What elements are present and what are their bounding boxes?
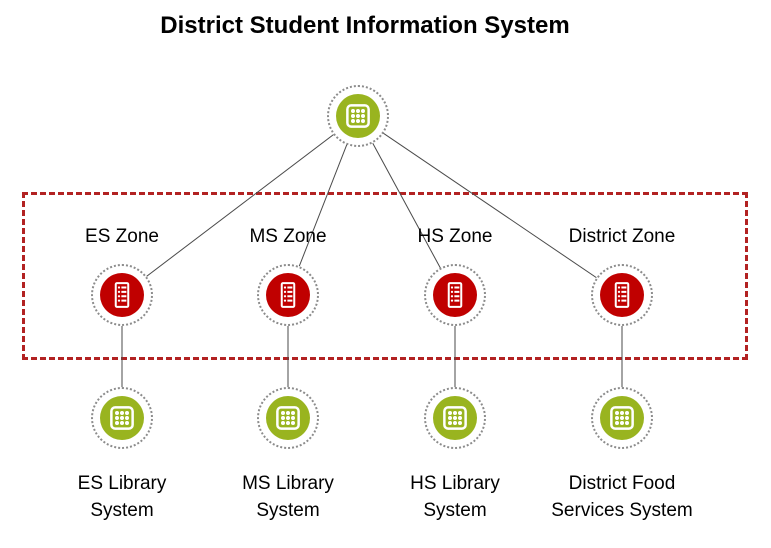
system-label-es-library: ES Library System [77,473,167,521]
grid-icon [266,396,310,440]
zone-label-ms: MS Zone [249,226,327,247]
zone-label-district: District Zone [568,226,676,247]
zone-node-hs [424,264,486,326]
server-icon [100,273,144,317]
hub-node [327,85,389,147]
grid-icon [336,94,380,138]
system-node-hs-library [424,387,486,449]
grid-icon [100,396,144,440]
server-icon [266,273,310,317]
server-icon [433,273,477,317]
zone-boundary-box [22,192,748,360]
system-label-hs-library: HS Library System [410,473,500,521]
zone-node-district [591,264,653,326]
zone-node-ms [257,264,319,326]
zone-label-hs: HS Zone [417,226,493,247]
system-node-es-library [91,387,153,449]
server-icon [600,273,644,317]
system-label-district-food: District Food Services System [551,473,693,521]
zone-node-es [91,264,153,326]
system-node-district-food [591,387,653,449]
zone-label-es: ES Zone [85,226,159,247]
grid-icon [600,396,644,440]
system-label-ms-library: MS Library System [242,473,334,521]
diagram-title: District Student Information System [160,12,570,39]
system-node-ms-library [257,387,319,449]
grid-icon [433,396,477,440]
